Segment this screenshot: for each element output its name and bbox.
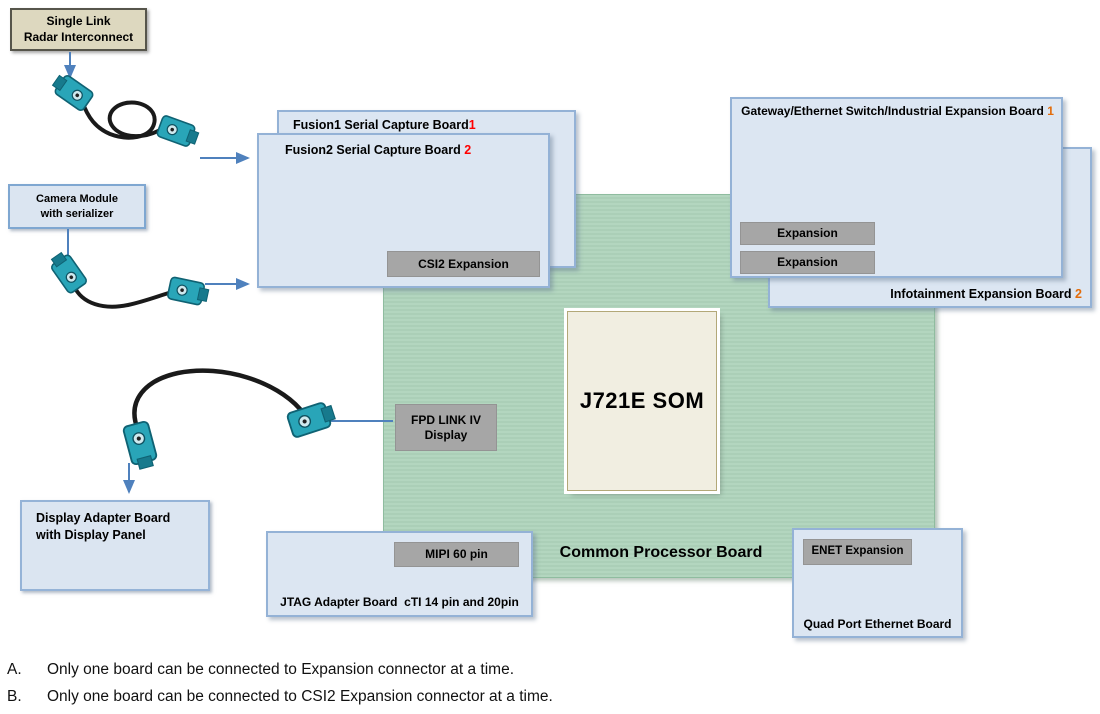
fusion1-label: Fusion1 Serial Capture Board	[293, 118, 469, 132]
fpd-link-iv-display-connector: FPD LINK IV Display	[395, 404, 497, 451]
fakra-connector-icon	[121, 419, 160, 472]
cable-icon	[72, 284, 174, 309]
som-label: J721E SOM	[579, 388, 705, 413]
fusion2-serial-capture-board: Fusion2 Serial Capture Board 2 CSI2 Expa…	[257, 133, 550, 288]
gateway-label: Gateway/Ethernet Switch/Industrial Expan…	[741, 104, 1044, 118]
infotainment-label: Infotainment Expansion Board	[890, 286, 1072, 301]
fusion1-number: 1	[468, 118, 476, 132]
footnote-a: A. Only one board can be connected to Ex…	[7, 661, 1087, 679]
camera-module-box: Camera Module with serializer	[8, 184, 146, 229]
gateway-number: 1	[1047, 104, 1054, 118]
jtag-adapter-board: MIPI 60 pin JTAG Adapter Board cTI 14 pi…	[266, 531, 533, 617]
single-link-radar-interconnect-box: Single Link Radar Interconnect	[10, 8, 147, 51]
cable-icon	[80, 99, 170, 140]
expansion-connector-2: Expansion	[740, 251, 875, 274]
fakra-connector-icon	[166, 275, 211, 308]
footnote-b-letter: B.	[7, 688, 22, 705]
jtag-label: JTAG Adapter Board cTI 14 pin and 20pin	[280, 595, 519, 610]
csi2-expansion-connector: CSI2 Expansion	[387, 251, 540, 277]
gateway-ethernet-switch-industrial-expansion-board: Gateway/Ethernet Switch/Industrial Expan…	[730, 97, 1063, 278]
fusion2-label: Fusion2 Serial Capture Board	[285, 143, 461, 157]
fakra-connector-icon	[155, 114, 202, 150]
display-adapter-board-box: Display Adapter Board with Display Panel	[20, 500, 210, 591]
camera-cable-icon	[46, 248, 211, 309]
j721e-som: J721E SOM	[567, 311, 717, 491]
display-cable-icon	[121, 368, 338, 472]
cable-icon	[132, 368, 303, 433]
fakra-connector-icon	[46, 248, 89, 296]
footnote-a-text: Only one board can be connected to Expan…	[47, 661, 515, 678]
infotainment-number: 2	[1075, 286, 1082, 301]
expansion-connector-1: Expansion	[740, 222, 875, 245]
radar-cable-icon	[48, 70, 202, 150]
fakra-connector-icon	[48, 70, 96, 113]
common-processor-board-label: Common Processor Board	[559, 544, 763, 561]
footnote-b-text: Only one board can be connected to CSI2 …	[47, 688, 553, 705]
fakra-connector-icon	[285, 399, 338, 439]
mipi-60pin-connector: MIPI 60 pin	[394, 542, 519, 567]
footnotes: A. Only one board can be connected to Ex…	[7, 661, 1087, 714]
fusion2-number: 2	[464, 143, 472, 157]
enet-expansion-connector: ENET Expansion	[803, 539, 912, 565]
quad-port-ethernet-board: ENET Expansion Quad Port Ethernet Board	[792, 528, 963, 638]
quad-port-label: Quad Port Ethernet Board	[803, 617, 952, 632]
footnote-a-letter: A.	[7, 661, 22, 678]
footnote-b: B. Only one board can be connected to CS…	[7, 688, 1087, 706]
